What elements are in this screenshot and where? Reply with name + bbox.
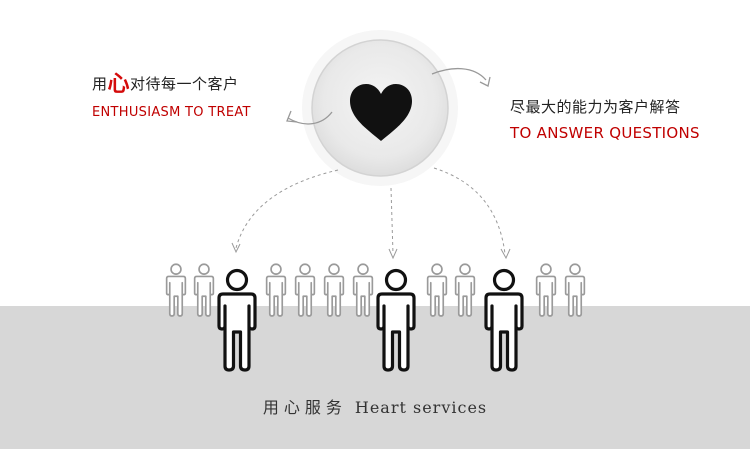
right-slogan-zh: 尽最大的能力为客户解答 <box>510 98 681 116</box>
right-slogan: 尽最大的能力为客户解答 TO ANSWER QUESTIONS <box>510 96 700 142</box>
left-slogan: 用心对待每一个客户 ENTHUSIASM TO TREAT <box>92 66 251 120</box>
arrow-right-head <box>479 76 491 87</box>
dashed-line-right-head <box>500 248 511 260</box>
left-slogan-zh-prefix: 用 <box>92 75 108 93</box>
person-icon <box>217 268 257 372</box>
person-icon <box>535 263 557 317</box>
ground-band <box>0 306 750 449</box>
right-slogan-en: TO ANSWER QUESTIONS <box>510 124 700 142</box>
person-icon <box>376 268 416 372</box>
person-icon <box>165 263 187 317</box>
left-slogan-zh-highlight: 心 <box>107 72 131 97</box>
dashed-line-center-head <box>388 248 398 260</box>
arrow-left-curve <box>287 111 333 125</box>
person-icon <box>454 263 476 317</box>
person-icon <box>426 263 448 317</box>
arrow-left-head <box>286 110 298 123</box>
person-icon <box>484 268 524 372</box>
dashed-line-left-head <box>231 242 241 254</box>
left-slogan-zh: 用心对待每一个客户 <box>92 66 251 98</box>
person-icon <box>193 263 215 317</box>
left-slogan-en: ENTHUSIASM TO TREAT <box>92 105 251 120</box>
caption-zh: 用心服务 <box>262 398 347 417</box>
person-icon <box>294 263 316 317</box>
person-icon <box>352 263 374 317</box>
dashed-line-left <box>235 169 339 249</box>
caption: 用心服务 Heart services <box>0 394 750 418</box>
left-slogan-zh-suffix: 对待每一个客户 <box>130 75 239 93</box>
dashed-line-right <box>433 167 506 255</box>
person-icon <box>265 263 287 317</box>
person-icon <box>323 263 345 317</box>
heart-icon <box>350 84 412 141</box>
dashed-line-center <box>390 187 394 255</box>
person-icon <box>564 263 586 317</box>
arrow-right-curve <box>431 68 487 81</box>
caption-en: Heart services <box>354 398 488 417</box>
